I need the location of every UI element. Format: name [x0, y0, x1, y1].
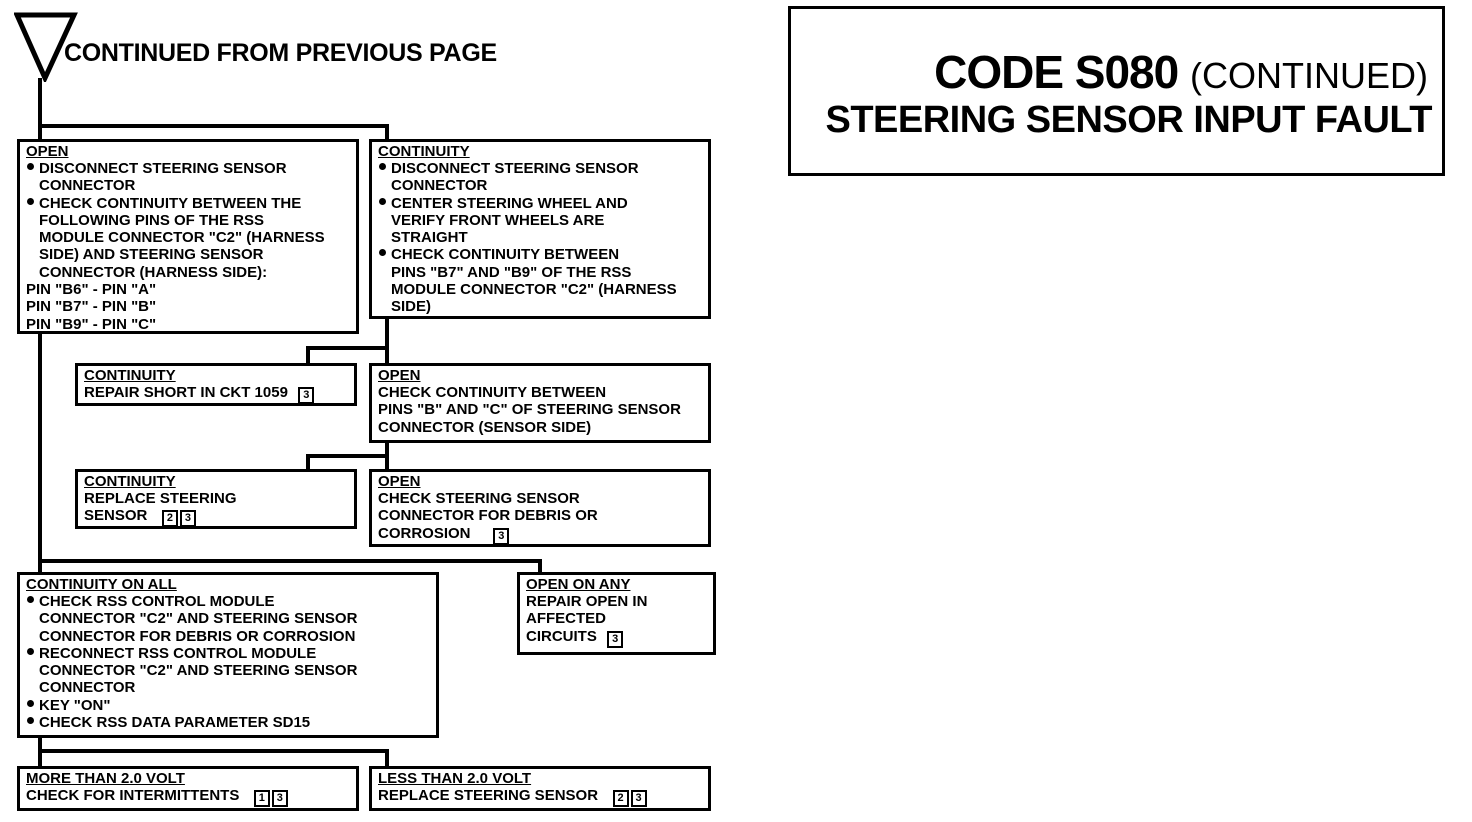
reference-badge: 2 — [161, 510, 178, 528]
flow-line — [385, 124, 389, 140]
action-line: CIRCUITS 3 — [526, 628, 707, 648]
flow-line — [385, 749, 389, 767]
open-box-2: OPEN CHECK CONTINUITY BETWEEN PINS "B" A… — [369, 363, 711, 443]
flow-line — [306, 346, 310, 364]
reference-badge: 3 — [493, 527, 510, 545]
step-text: CHECK STEERING SENSOR — [378, 490, 580, 507]
step-text: STRAIGHT — [391, 229, 468, 247]
flow-line — [38, 559, 542, 563]
step-text: MODULE CONNECTOR "C2" (HARNESS — [39, 229, 325, 247]
step-text: SIDE) — [391, 298, 432, 316]
continued-from-previous-page: CONTINUED FROM PREVIOUS PAGE — [64, 39, 497, 67]
flow-line — [385, 318, 389, 364]
step-text: REPAIR OPEN IN — [526, 593, 648, 610]
step-text: CONNECTOR (SENSOR SIDE) — [378, 418, 592, 436]
step-text: DISCONNECT STEERING SENSOR — [26, 160, 350, 177]
code-title: CODE S080 (CONTINUED) — [934, 47, 1428, 101]
step-text: CONNECTOR FOR DEBRIS OR CORROSION — [39, 627, 356, 645]
action-text: CHECK FOR INTERMITTENTS — [26, 787, 240, 804]
box-header: CONTINUITY — [84, 473, 176, 490]
open-on-any-box: OPEN ON ANY REPAIR OPEN IN AFFECTED CIRC… — [517, 572, 716, 655]
pin-pair: PIN "B9" - PIN "C" — [26, 315, 157, 333]
step-text: REPLACE STEERING — [84, 490, 237, 507]
step-text: CONNECTOR — [39, 177, 136, 195]
step-text: SENSOR — [84, 507, 148, 525]
box-header: CONTINUITY — [84, 367, 176, 384]
step-text: CONNECTOR FOR DEBRIS OR — [378, 507, 598, 525]
flow-line — [38, 749, 388, 753]
reference-badge: 1 — [253, 790, 270, 807]
pin-pair: PIN "B6" - PIN "A" — [26, 281, 157, 299]
step-text: CENTER STEERING WHEEL AND — [378, 195, 702, 212]
pin-pair: PIN "B7" - PIN "B" — [26, 298, 157, 316]
title-block: CODE S080 (CONTINUED) STEERING SENSOR IN… — [788, 6, 1445, 176]
continuity-box-2: CONTINUITY REPAIR SHORT IN CKT 1059 3 — [75, 363, 357, 406]
step-text: AFFECTED — [526, 610, 606, 628]
box-header: OPEN ON ANY — [526, 576, 631, 593]
box-header: LESS THAN 2.0 VOLT — [378, 770, 532, 787]
step-text: CONNECTOR — [391, 177, 488, 195]
box-header: CONTINUITY ON ALL — [26, 576, 177, 593]
step-text: CONNECTOR (HARNESS SIDE): — [39, 263, 268, 281]
less-than-2-volt-box: LESS THAN 2.0 VOLT REPLACE STEERING SENS… — [369, 766, 711, 811]
step-text: CONNECTOR "C2" AND STEERING SENSOR — [39, 662, 358, 680]
flow-line — [38, 78, 42, 140]
box-header: OPEN — [378, 473, 421, 490]
flow-line — [306, 346, 388, 350]
flow-line — [306, 454, 388, 458]
flow-line — [538, 559, 542, 573]
step-text: CHECK CONTINUITY BETWEEN THE — [26, 195, 350, 212]
step-text: CHECK RSS CONTROL MODULE — [26, 593, 430, 610]
step-text: CHECK RSS DATA PARAMETER SD15 — [26, 714, 430, 731]
code-number: CODE S080 — [934, 46, 1179, 98]
step-text: VERIFY FRONT WHEELS ARE — [391, 211, 605, 229]
fault-name: STEERING SENSOR INPUT FAULT — [825, 99, 1432, 141]
box-header: OPEN — [26, 143, 69, 160]
reference-badge: 3 — [630, 790, 647, 807]
box-header: OPEN — [378, 367, 421, 384]
box-header: MORE THAN 2.0 VOLT — [26, 770, 185, 787]
step-text: CHECK CONTINUITY BETWEEN — [378, 246, 702, 263]
flow-line — [38, 124, 388, 128]
step-text: PINS "B7" AND "B9" OF THE RSS — [391, 263, 632, 281]
reference-badge: 3 — [179, 510, 196, 528]
reference-badge: 3 — [298, 387, 315, 404]
more-than-2-volt-box: MORE THAN 2.0 VOLT CHECK FOR INTERMITTEN… — [17, 766, 359, 811]
open-box-1: OPEN DISCONNECT STEERING SENSOR CONNECTO… — [17, 139, 359, 334]
reference-badge: 2 — [612, 790, 629, 807]
continuity-on-all-box: CONTINUITY ON ALL CHECK RSS CONTROL MODU… — [17, 572, 439, 738]
step-text: RECONNECT RSS CONTROL MODULE — [26, 645, 430, 662]
step-text: DISCONNECT STEERING SENSOR — [378, 160, 702, 177]
step-text: CIRCUITS — [526, 627, 597, 645]
continued-label: (CONTINUED) — [1190, 55, 1428, 96]
action-line: REPAIR SHORT IN CKT 1059 3 — [84, 384, 348, 404]
action-text: REPAIR SHORT IN CKT 1059 — [84, 384, 288, 401]
open-box-3: OPEN CHECK STEERING SENSOR CONNECTOR FOR… — [369, 469, 711, 547]
step-text: CHECK CONTINUITY BETWEEN — [378, 384, 607, 401]
step-text: KEY "ON" — [26, 697, 430, 714]
flow-line — [306, 454, 310, 470]
box-header: CONTINUITY — [378, 143, 470, 160]
step-text: CONNECTOR — [39, 679, 136, 697]
action-text: REPLACE STEERING SENSOR — [378, 787, 599, 804]
step-text: CONNECTOR "C2" AND STEERING SENSOR — [39, 610, 358, 628]
step-text: MODULE CONNECTOR "C2" (HARNESS — [391, 281, 677, 299]
continuation-triangle — [14, 12, 78, 82]
reference-badge: 3 — [271, 790, 288, 807]
reference-badge: 3 — [607, 630, 624, 648]
continuity-box-1: CONTINUITY DISCONNECT STEERING SENSOR CO… — [369, 139, 711, 319]
action-line: CORROSION 3 — [378, 525, 702, 545]
step-text: PINS "B" AND "C" OF STEERING SENSOR — [378, 401, 681, 419]
flow-line — [38, 332, 42, 767]
step-text: SIDE) AND STEERING SENSOR — [39, 246, 264, 264]
step-text: FOLLOWING PINS OF THE RSS — [39, 211, 264, 229]
step-text: CORROSION — [378, 524, 471, 542]
